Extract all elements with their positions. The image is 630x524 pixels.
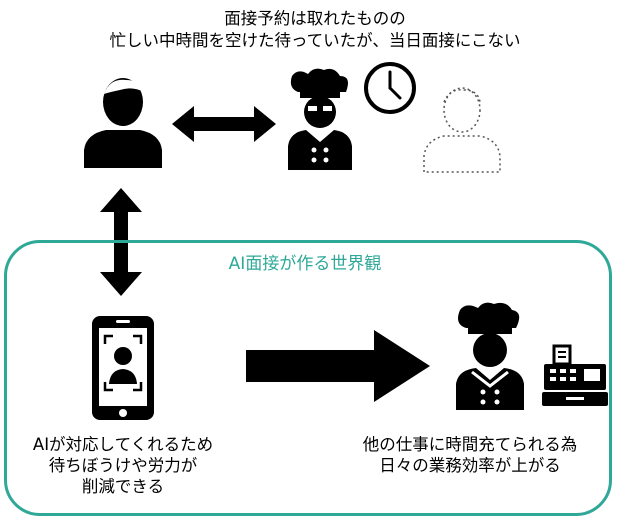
chef-icon bbox=[288, 68, 352, 170]
person-icon bbox=[84, 78, 162, 168]
smartphone-ai-icon bbox=[92, 316, 154, 420]
chef-icon-right bbox=[456, 302, 524, 410]
arrow-right-icon bbox=[246, 330, 430, 402]
ai-world-frame bbox=[4, 240, 612, 516]
world-label: AI面接が作る世界観 bbox=[228, 254, 382, 274]
right-caption-line-1: 他の仕事に時間充てられる為 bbox=[362, 435, 578, 454]
clock-icon bbox=[364, 62, 416, 114]
right-caption-line-2: 日々の業務効率が上がる bbox=[379, 456, 561, 475]
left-caption-line-3: 削減できる bbox=[81, 477, 165, 496]
left-caption-line-2: 待ちぼうけや労力が bbox=[48, 456, 198, 475]
title-line-1: 面接予約は取れたものの bbox=[224, 9, 406, 28]
title-line-2: 忙しい中時間を空けた待っていたが、当日面接にこない bbox=[109, 31, 521, 50]
left-caption-line-1: AIが対応してくれるため bbox=[32, 435, 214, 454]
absent-person-icon bbox=[423, 87, 501, 173]
left-caption: AIが対応してくれるため 待ちぼうけや労力が 削減できる bbox=[8, 434, 238, 497]
right-caption: 他の仕事に時間充てられる為 日々の業務効率が上がる bbox=[320, 434, 620, 476]
double-arrow-horizontal-icon bbox=[172, 106, 276, 142]
cash-register-icon bbox=[542, 344, 608, 406]
